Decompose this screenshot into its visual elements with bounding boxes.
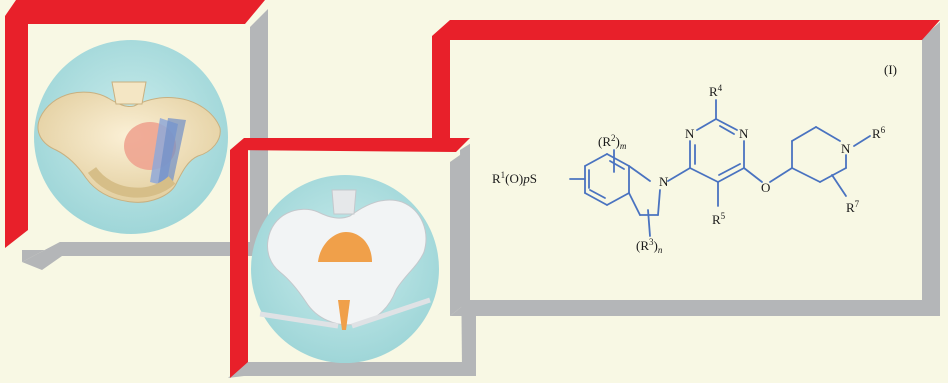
right-frame-gray-bottom [450, 300, 940, 316]
bond [657, 189, 661, 216]
bond [667, 167, 691, 182]
atom-n-pyrimidine-left: N [685, 126, 695, 141]
bond [689, 167, 719, 183]
bond [628, 192, 641, 216]
right-sling-arm-left [259, 311, 339, 329]
formula-number-label: (I) [884, 62, 897, 77]
chemical-structure [569, 99, 871, 237]
atom-o-ether: O [761, 180, 770, 195]
bond [769, 167, 793, 183]
r3-label: (R3)n [636, 237, 663, 255]
bond [743, 167, 763, 183]
bond [791, 167, 821, 183]
bond [584, 153, 608, 167]
bond [715, 118, 738, 131]
pelvis-left-illustration [34, 40, 228, 234]
right-uterus [318, 232, 372, 262]
bond [831, 174, 847, 197]
bond [791, 126, 817, 142]
left-mesh-strip-2 [158, 118, 186, 186]
right-frame-gray-right [922, 22, 940, 316]
right-frame-gray-left [450, 148, 470, 316]
bond [584, 192, 608, 206]
middle-frame-red-top [230, 138, 470, 152]
left-pubic-ring [87, 166, 176, 198]
right-frame-red-top [432, 20, 940, 40]
bond [853, 135, 871, 147]
bond [815, 126, 841, 142]
right-frame-red-left [432, 36, 450, 150]
left-frame-red-top [5, 0, 265, 24]
bond [606, 153, 630, 167]
bond-double [719, 125, 735, 135]
bond-double [718, 163, 741, 176]
bond-double [609, 160, 625, 170]
middle-frame-gray-bottom [228, 362, 476, 378]
r4-label: R4 [709, 83, 723, 99]
right-frame [432, 20, 940, 316]
bond-double [589, 189, 606, 199]
middle-frame-red-left [230, 150, 248, 378]
right-pelvis-bone [267, 199, 427, 326]
r6-label: R6 [872, 125, 886, 141]
r5-label: R5 [712, 211, 726, 227]
r7-label: R7 [846, 199, 860, 215]
bond [647, 209, 651, 237]
left-frame [5, 0, 268, 270]
left-sacrum [111, 81, 147, 105]
bond [717, 167, 745, 183]
left-frame-red-left [5, 16, 28, 248]
structure-labels: (I) R1(O)pS (R2)m (R3)n R4 R5 R6 R7 N N … [492, 62, 897, 255]
r2-label: (R2)m [598, 133, 627, 151]
right-spine [331, 189, 357, 215]
bond [606, 192, 630, 206]
atom-n-indoline: N [659, 174, 669, 189]
right-sling [338, 300, 350, 330]
atom-n-pyrimidine-right: N [739, 126, 749, 141]
atom-n-piperidine: N [841, 141, 851, 156]
left-frame-gray-bottom [22, 242, 268, 270]
bond [628, 165, 651, 182]
r1-label: R1(O)pS [492, 170, 537, 186]
right-sling-arm-right [351, 297, 431, 329]
bond [696, 118, 717, 131]
pelvis-right-illustration [251, 175, 439, 363]
